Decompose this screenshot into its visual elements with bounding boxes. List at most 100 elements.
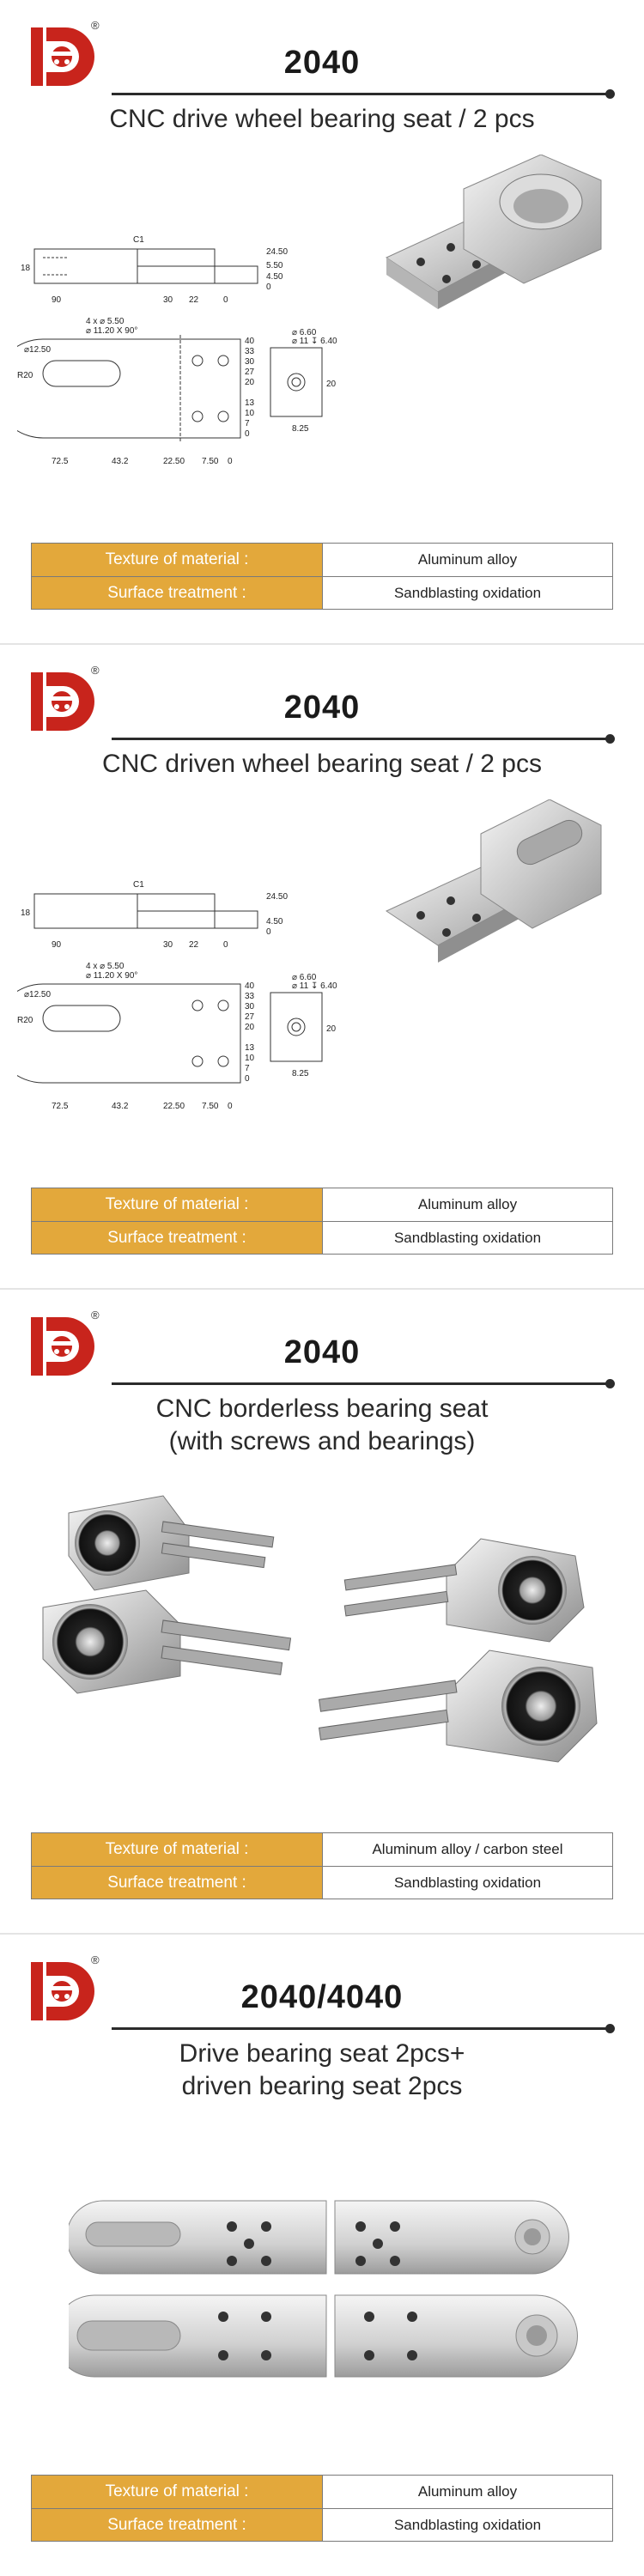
section-drive-wheel-seat: ® 2040 CNC drive wheel bearing seat / 2 …: [0, 0, 644, 644]
section-subtitle: CNC driven wheel bearing seat / 2 pcs: [0, 748, 644, 781]
model-number: 2040: [283, 45, 361, 81]
spec-row-texture: Texture of material : Aluminum alloy: [32, 544, 612, 576]
label-c1: C1: [133, 880, 144, 890]
registered-mark: ®: [91, 1309, 100, 1321]
spec-table: Texture of material : Aluminum alloy Sur…: [31, 2475, 613, 2542]
label-h4: 0: [266, 927, 271, 937]
spec-label-texture: Texture of material :: [32, 544, 322, 576]
section-divider: [0, 643, 644, 645]
label-c1: C1: [133, 235, 144, 245]
section-driven-wheel-seat: ® 2040 CNC driven wheel bearing seat / 2…: [0, 645, 644, 1289]
label-b3: 0: [223, 295, 228, 305]
subtitle-line: CNC drive wheel bearing seat / 2 pcs: [109, 105, 535, 133]
label-r3: 27: [245, 368, 255, 377]
section-combo-set: ® 2040/4040 Drive bearing seat 2pcs+ dri…: [0, 1935, 644, 2576]
label-p3: 7.50: [202, 1102, 219, 1111]
drive-seat-render: [385, 155, 602, 309]
label-h3: 4.50: [266, 917, 283, 927]
label-height: 18: [21, 264, 31, 273]
label-p4: 0: [228, 1102, 233, 1111]
spec-value-texture: Aluminum alloy: [322, 2476, 612, 2508]
section-subtitle: CNC drive wheel bearing seat / 2 pcs: [0, 103, 644, 136]
label-p0: 72.5: [52, 457, 69, 466]
label-p2: 22.50: [163, 1102, 185, 1111]
label-r8: 0: [245, 429, 250, 439]
label-r5: 13: [245, 398, 255, 408]
label-r5: 13: [245, 1043, 255, 1053]
brand-logo-icon: [31, 27, 94, 86]
label-hole-note2: ⌀ 11.20 X 90°: [86, 326, 137, 336]
section-subtitle: Drive bearing seat 2pcs+ driven bearing …: [0, 2038, 644, 2103]
label-d1: ⌀ 6.60: [292, 328, 317, 337]
model-number: 2040: [283, 690, 361, 726]
spec-row-texture: Texture of material : Aluminum alloy / c…: [32, 1833, 612, 1866]
section-divider: [0, 1288, 644, 1290]
driven-seat-render: [385, 799, 602, 963]
spec-label-surface: Surface treatment :: [32, 2509, 322, 2541]
spec-row-surface: Surface treatment : Sandblasting oxidati…: [32, 1866, 612, 1899]
label-radius2: R20: [17, 1016, 33, 1025]
label-r7: 7: [245, 419, 250, 428]
spec-row-surface: Surface treatment : Sandblasting oxidati…: [32, 1221, 612, 1254]
label-r4: 20: [245, 1023, 255, 1032]
label-r2: 30: [245, 357, 255, 367]
label-b3: 0: [223, 940, 228, 950]
bearing-seat-render: [42, 1495, 598, 1763]
plates-render: [69, 2200, 578, 2378]
label-r1: 33: [245, 347, 255, 356]
label-h3: 4.50: [266, 272, 283, 282]
label-width: 8.25: [292, 1069, 309, 1078]
spec-row-texture: Texture of material : Aluminum alloy: [32, 2476, 612, 2508]
label-p2: 22.50: [163, 457, 185, 466]
label-r7: 7: [245, 1064, 250, 1073]
spec-table: Texture of material : Aluminum alloy Sur…: [31, 543, 613, 610]
label-d2: ⌀ 11 ↧ 6.40: [292, 981, 337, 991]
label-r8: 0: [245, 1074, 250, 1084]
label-b2: 22: [189, 940, 199, 950]
label-radius1: ⌀12.50: [24, 345, 51, 355]
brand-logo-icon: [31, 672, 94, 731]
label-height2: 20: [326, 1024, 337, 1034]
technical-drawing: C1 18 24.50 5.50 4.50 0 90 30 22 0 4 x ⌀…: [17, 235, 337, 466]
label-r0: 40: [245, 981, 255, 991]
label-p3: 7.50: [202, 457, 219, 466]
spec-row-texture: Texture of material : Aluminum alloy: [32, 1188, 612, 1221]
section-divider: [0, 1933, 644, 1935]
label-b0: 90: [52, 295, 62, 305]
registered-mark: ®: [91, 19, 100, 32]
spec-value-texture: Aluminum alloy / carbon steel: [322, 1833, 612, 1866]
title-rule: [112, 1379, 615, 1388]
spec-label-surface: Surface treatment :: [32, 577, 322, 609]
label-hole-note: 4 x ⌀ 5.50: [86, 962, 125, 971]
spec-label-texture: Texture of material :: [32, 1188, 322, 1221]
label-radius2: R20: [17, 371, 33, 380]
label-h1: 24.50: [266, 892, 288, 902]
label-h1: 24.50: [266, 247, 288, 257]
label-d1: ⌀ 6.60: [292, 973, 317, 982]
registered-mark: ®: [91, 664, 100, 677]
label-radius1: ⌀12.50: [24, 990, 51, 999]
label-height2: 20: [326, 380, 337, 389]
spec-table: Texture of material : Aluminum alloy Sur…: [31, 1188, 613, 1255]
spec-row-surface: Surface treatment : Sandblasting oxidati…: [32, 576, 612, 609]
spec-value-surface: Sandblasting oxidation: [322, 577, 612, 609]
title-rule: [112, 2024, 615, 2033]
spec-value-surface: Sandblasting oxidation: [322, 1867, 612, 1899]
label-r1: 33: [245, 992, 255, 1001]
label-p0: 72.5: [52, 1102, 69, 1111]
section-subtitle: CNC borderless bearing seat (with screws…: [0, 1393, 644, 1458]
spec-label-surface: Surface treatment :: [32, 1867, 322, 1899]
spec-label-texture: Texture of material :: [32, 2476, 322, 2508]
label-p1: 43.2: [112, 1102, 129, 1111]
spec-value-surface: Sandblasting oxidation: [322, 1222, 612, 1254]
model-number: 2040/4040: [240, 1979, 404, 2015]
label-h4: 0: [266, 283, 271, 292]
subtitle-line: CNC driven wheel bearing seat / 2 pcs: [102, 750, 542, 778]
label-b0: 90: [52, 940, 62, 950]
label-r0: 40: [245, 337, 255, 346]
registered-mark: ®: [91, 1953, 100, 1966]
label-b1: 30: [163, 295, 173, 305]
brand-logo-icon: [31, 1317, 94, 1376]
spec-table: Texture of material : Aluminum alloy / c…: [31, 1832, 613, 1899]
title-rule: [112, 734, 615, 744]
